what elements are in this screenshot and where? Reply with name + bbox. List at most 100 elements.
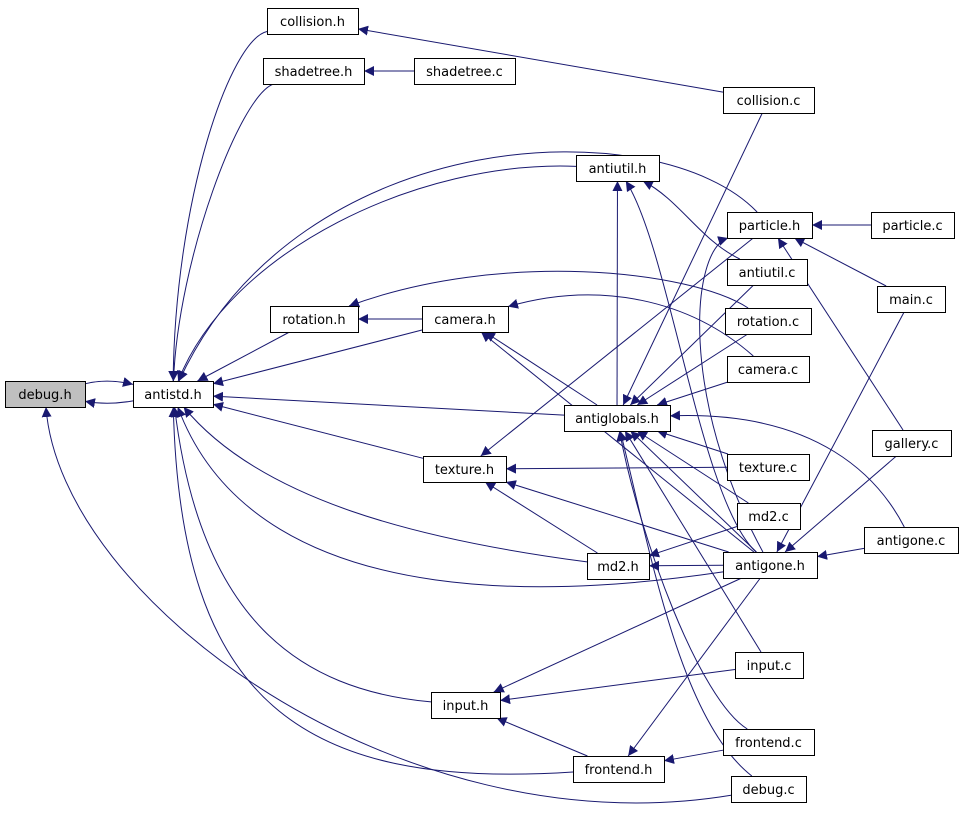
node-particle-c[interactable]: particle.c: [871, 212, 955, 239]
edge-md2-h-to-texture-h: [484, 481, 598, 554]
node-frontend-c[interactable]: frontend.c: [723, 729, 815, 756]
node-collision-c[interactable]: collision.c: [723, 87, 815, 114]
edge-line: [507, 294, 754, 357]
edge-line: [177, 165, 577, 382]
node-antiglobals-h[interactable]: antiglobals.h: [564, 405, 671, 432]
node-camera-h[interactable]: camera.h: [422, 306, 509, 333]
edge-camera-c-to-camera-h: [507, 294, 754, 357]
edge-rotation-c-to-antiglobals-h: [636, 333, 749, 406]
edge-frontend-h-to-antistd-h: [168, 406, 574, 775]
node-antiutil-c[interactable]: antiutil.c: [727, 259, 808, 286]
node-box: [414, 58, 516, 85]
node-box: [725, 308, 812, 335]
edge-antiglobals-h-to-antistd-h: [212, 391, 565, 416]
edge-texture-c-to-antiglobals-h: [656, 429, 729, 455]
edge-line: [627, 577, 761, 757]
node-shadetree-c[interactable]: shadetree.c: [414, 58, 516, 85]
node-label: shadetree.c: [426, 65, 503, 80]
node-collision-h[interactable]: collision.h: [267, 8, 359, 35]
edge-antiutil-c-to-antiutil-h: [642, 180, 740, 260]
node-box: [422, 306, 509, 333]
node-box: [423, 456, 507, 483]
node-antigone-h[interactable]: antigone.h: [723, 552, 818, 579]
node-label: md2.h: [597, 560, 639, 575]
node-label: gallery.c: [885, 437, 939, 452]
node-label: input.h: [443, 699, 489, 714]
edge-line: [84, 377, 134, 387]
edge-texture-c-to-texture-h: [505, 463, 728, 474]
node-particle-h[interactable]: particle.h: [727, 212, 813, 239]
node-box: [270, 306, 359, 333]
node-label: camera.c: [738, 363, 798, 378]
edge-antigone-h-to-antiutil-h: [625, 180, 757, 553]
edge-line: [183, 406, 588, 563]
node-box: [731, 776, 807, 803]
edge-line: [168, 406, 574, 775]
edge-frontend-c-to-antiglobals-h: [616, 430, 748, 730]
node-antiutil-h[interactable]: antiutil.h: [576, 155, 660, 182]
edge-line: [168, 83, 274, 382]
node-box: [133, 381, 214, 408]
edge-line: [178, 151, 758, 382]
node-label: camera.h: [434, 313, 495, 328]
node-gallery-c[interactable]: gallery.c: [872, 430, 952, 457]
edge-input-c-to-antiglobals-h: [624, 430, 762, 653]
node-rotation-h[interactable]: rotation.h: [270, 306, 359, 333]
node-debug-c[interactable]: debug.c: [731, 776, 807, 803]
edge-particle-h-to-antistd-h: [178, 151, 758, 382]
node-input-c[interactable]: input.c: [735, 652, 804, 679]
edge-line: [630, 284, 754, 406]
edge-frontend-c-to-frontend-h: [663, 749, 724, 764]
edge-line: [624, 430, 762, 653]
node-label: antigone.c: [877, 534, 946, 549]
node-camera-c[interactable]: camera.c: [727, 356, 810, 383]
node-antigone-c[interactable]: antigone.c: [864, 527, 959, 554]
node-box: [723, 87, 815, 114]
edge-rotation-h-to-antistd-h: [197, 331, 290, 382]
node-frontend-h[interactable]: frontend.h: [573, 756, 665, 783]
node-md2-c[interactable]: md2.c: [737, 503, 801, 530]
node-md2-h[interactable]: md2.h: [587, 553, 650, 580]
edge-collision-c-to-collision-h: [357, 25, 724, 93]
edge-line: [636, 333, 749, 406]
node-box: [576, 155, 660, 182]
node-input-h[interactable]: input.h: [431, 692, 501, 719]
edge-line: [212, 401, 424, 459]
edge-line: [493, 577, 742, 693]
edge-line: [348, 270, 749, 309]
node-box: [727, 356, 810, 383]
node-texture-c[interactable]: texture.c: [727, 454, 810, 481]
node-box: [267, 8, 359, 35]
node-label: rotation.c: [737, 315, 799, 330]
edge-line: [699, 236, 764, 553]
edge-line: [630, 430, 757, 553]
edge-line: [505, 480, 729, 553]
node-rotation-c[interactable]: rotation.c: [725, 308, 812, 335]
edge-antigone-h-to-particle-h: [699, 236, 764, 553]
edge-input-h-to-antistd-h: [170, 406, 432, 703]
node-antistd-h[interactable]: antistd.h: [133, 381, 214, 408]
edge-line: [212, 329, 423, 387]
edge-antigone-h-to-antistd-h: [176, 406, 724, 588]
edge-main-c-to-particle-h: [794, 237, 887, 287]
node-box: [263, 58, 365, 85]
edge-antigone-c-to-antigone-h: [816, 547, 865, 560]
edge-antigone-h-to-frontend-h: [627, 577, 761, 757]
node-main-c[interactable]: main.c: [877, 286, 946, 313]
node-debug-h[interactable]: debug.h: [5, 381, 86, 408]
edge-camera-c-to-antiglobals-h: [656, 381, 729, 407]
edge-line: [656, 429, 729, 455]
node-shadetree-h[interactable]: shadetree.h: [263, 58, 365, 85]
node-label: antiutil.c: [739, 266, 796, 281]
edge-debug-c-to-debug-h: [41, 406, 732, 804]
edge-line: [663, 749, 724, 764]
node-box: [872, 430, 952, 457]
edge-antiglobals-h-to-camera-h: [484, 331, 598, 406]
node-label: frontend.c: [735, 736, 802, 751]
edge-line: [625, 180, 757, 553]
node-label: particle.h: [739, 219, 800, 234]
node-label: antiutil.h: [589, 162, 647, 177]
node-texture-h[interactable]: texture.h: [423, 456, 507, 483]
edge-line: [170, 406, 432, 703]
